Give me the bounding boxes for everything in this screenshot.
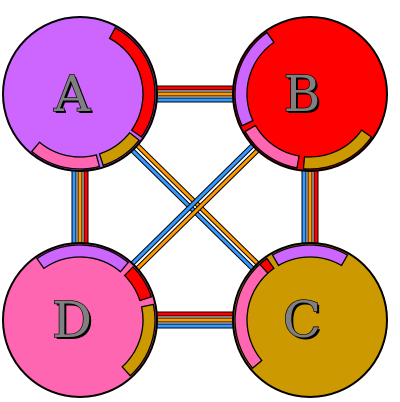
node-b-circle — [232, 16, 388, 172]
node-c-circle — [232, 242, 388, 398]
node-b-arc-a — [234, 31, 275, 127]
node-d-arc-c — [121, 303, 156, 377]
node-b-label-shadow: B — [286, 67, 323, 125]
node-b-label: B — [284, 65, 321, 123]
node-d-label-shadow: D — [54, 293, 94, 351]
node-b-arc-d — [244, 124, 300, 169]
node-d-label: D — [52, 291, 92, 349]
node-a-arc-c — [98, 131, 141, 167]
node-a-label: A — [53, 65, 91, 123]
node-b-arc-c — [302, 129, 373, 170]
node-a-arc-d — [30, 141, 101, 170]
node-c-arc-d — [234, 263, 269, 370]
node-d-arc-a — [36, 244, 130, 273]
node-d-circle — [2, 242, 158, 398]
nodes-layer: AA BB DD CC — [2, 16, 388, 398]
node-c: CC — [232, 242, 388, 398]
node-c-label: C — [283, 291, 321, 349]
node-b: BB — [232, 16, 388, 172]
node-a: AA — [2, 16, 158, 172]
node-c-label-shadow: C — [285, 293, 323, 351]
node-c-arc-a — [271, 244, 349, 267]
node-a-label-shadow: A — [55, 67, 93, 125]
node-a-circle — [2, 16, 158, 172]
node-d-arc-b — [123, 266, 153, 302]
node-a-arc-b — [108, 26, 156, 138]
node-d: DD — [2, 242, 158, 398]
